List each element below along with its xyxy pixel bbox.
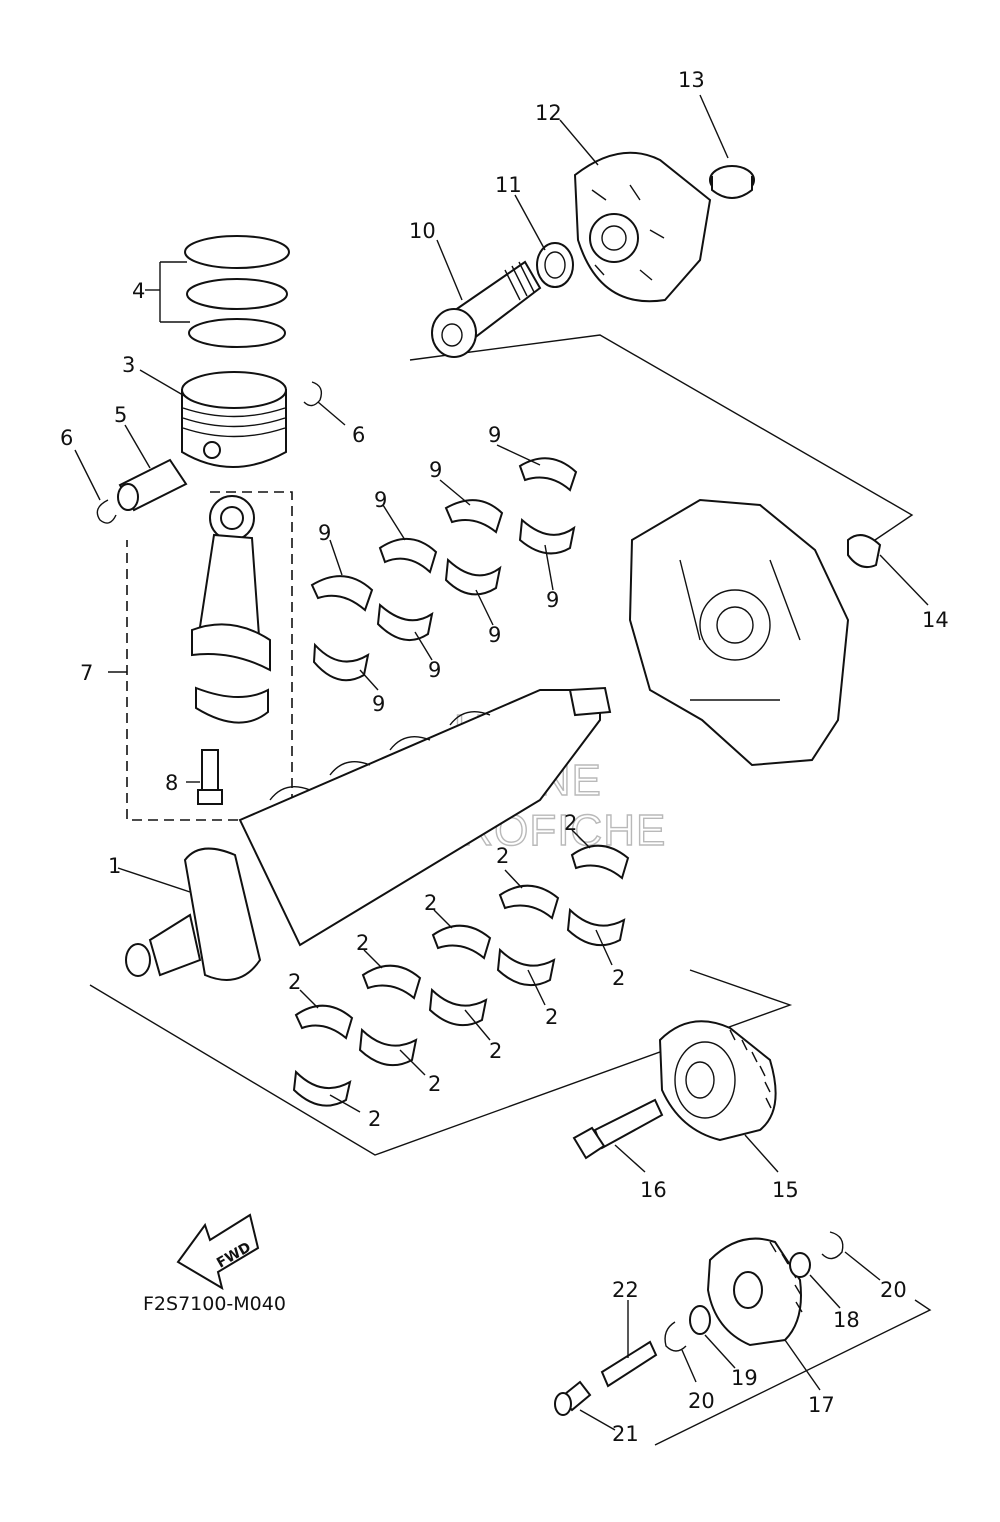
callout-3: 3 [122, 353, 135, 377]
callout-9: 9 [428, 658, 441, 682]
piston-rings [145, 235, 290, 348]
callout-2: 2 [489, 1039, 502, 1063]
callout-9: 9 [488, 423, 501, 447]
callout-12: 12 [535, 101, 562, 125]
crankshaft [117, 686, 612, 981]
callout-14: 14 [922, 608, 949, 632]
starter-gear [658, 1020, 779, 1173]
callout-2: 2 [424, 891, 437, 915]
callout-20: 20 [688, 1389, 715, 1413]
outline-idler-group [654, 1299, 932, 1446]
callout-9: 9 [318, 521, 331, 545]
callout-9: 9 [429, 458, 442, 482]
circlip-20b [664, 1321, 697, 1383]
callout-11: 11 [495, 173, 522, 197]
callout-6: 6 [352, 423, 365, 447]
piston-pin [117, 424, 188, 512]
idler-bushing-21 [554, 1380, 616, 1431]
callout-18: 18 [833, 1308, 860, 1332]
callout-2: 2 [288, 970, 301, 994]
callout-21: 21 [612, 1422, 639, 1446]
circlip-right [303, 381, 346, 426]
callout-6: 6 [60, 426, 73, 450]
callout-13: 13 [678, 68, 705, 92]
main-bearings [292, 829, 630, 1113]
forward-arrow-icon: FWD [176, 1213, 260, 1291]
idler-collar-18 [789, 1252, 841, 1309]
circlip-left [74, 449, 117, 524]
plug-13 [699, 94, 755, 199]
callout-10: 10 [409, 219, 436, 243]
conrod-bearings [310, 444, 578, 691]
callout-labels: 1 2 2 2 2 2 2 2 2 2 2 3 4 5 6 6 7 8 9 9 … [60, 68, 949, 1446]
gear-bolt [572, 1098, 664, 1173]
callout-8: 8 [165, 771, 178, 795]
callout-2: 2 [368, 1107, 381, 1131]
diagram-code: F2S7100-M040 [143, 1293, 286, 1315]
callout-17: 17 [808, 1393, 835, 1417]
callout-2: 2 [545, 1005, 558, 1029]
outline-balancer-group [409, 334, 914, 541]
callout-19: 19 [731, 1366, 758, 1390]
callout-9: 9 [372, 692, 385, 716]
callout-2: 2 [428, 1072, 441, 1096]
callout-1: 1 [108, 854, 121, 878]
washer-19 [689, 1305, 736, 1369]
piston [139, 369, 287, 468]
callout-5: 5 [114, 403, 127, 427]
connecting-rod [186, 495, 271, 805]
callout-2: 2 [356, 931, 369, 955]
balancer-washer [514, 194, 574, 288]
callout-15: 15 [772, 1178, 799, 1202]
callout-9: 9 [546, 588, 559, 612]
outline-bearing-group [89, 969, 793, 1156]
crankcase-cover [628, 498, 929, 767]
balancer-weight [559, 119, 712, 303]
callout-7: 7 [80, 661, 93, 685]
callout-20: 20 [880, 1278, 907, 1302]
callout-2: 2 [496, 844, 509, 868]
balancer-shaft [431, 239, 542, 358]
callout-22: 22 [612, 1278, 639, 1302]
callout-9: 9 [488, 623, 501, 647]
circlip-20a [821, 1231, 881, 1281]
idler-shaft-22 [600, 1300, 658, 1388]
callout-2: 2 [564, 811, 577, 835]
idler-gear [706, 1237, 821, 1391]
callout-16: 16 [640, 1178, 667, 1202]
callout-2: 2 [612, 966, 625, 990]
assembly-outlines [89, 334, 932, 1446]
callout-9: 9 [374, 488, 387, 512]
callout-4: 4 [132, 279, 145, 303]
